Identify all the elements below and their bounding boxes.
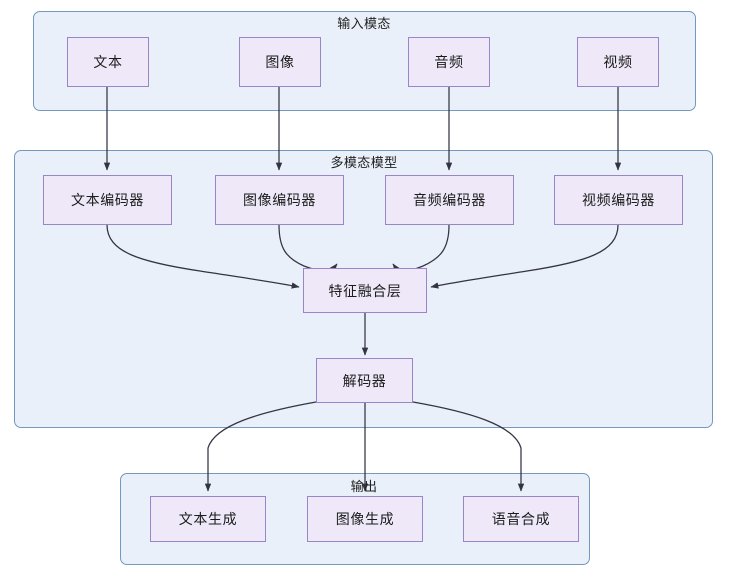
node-input-text[interactable]: 文本	[67, 37, 149, 87]
node-output-text-generation[interactable]: 文本生成	[150, 496, 266, 542]
node-decoder[interactable]: 解码器	[316, 358, 413, 403]
node-output-speech-synthesis[interactable]: 语音合成	[463, 496, 579, 542]
node-feature-fusion-layer[interactable]: 特征融合层	[303, 268, 427, 313]
node-encoder-text[interactable]: 文本编码器	[43, 175, 172, 225]
node-input-video[interactable]: 视频	[577, 37, 659, 87]
edge-image-encoder-to-fusion	[278, 224, 338, 272]
node-input-image[interactable]: 图像	[239, 37, 321, 87]
node-encoder-image[interactable]: 图像编码器	[215, 175, 344, 225]
group-title-output: 输出	[350, 479, 378, 494]
edge-video-encoder-to-fusion	[430, 224, 619, 289]
edge-text-encoder-to-fusion	[106, 224, 300, 289]
group-title-model: 多模态模型	[330, 155, 398, 170]
edge-decoder-to-text-generation	[204, 401, 317, 492]
node-encoder-video[interactable]: 视频编码器	[554, 175, 683, 225]
node-encoder-audio[interactable]: 音频编码器	[385, 175, 514, 225]
group-title-input: 输入模态	[337, 16, 391, 31]
node-output-image-generation[interactable]: 图像生成	[307, 496, 423, 542]
edge-decoder-to-speech-synthesis	[412, 401, 525, 492]
edge-audio-encoder-to-fusion	[392, 224, 450, 272]
node-input-audio[interactable]: 音频	[408, 37, 490, 87]
